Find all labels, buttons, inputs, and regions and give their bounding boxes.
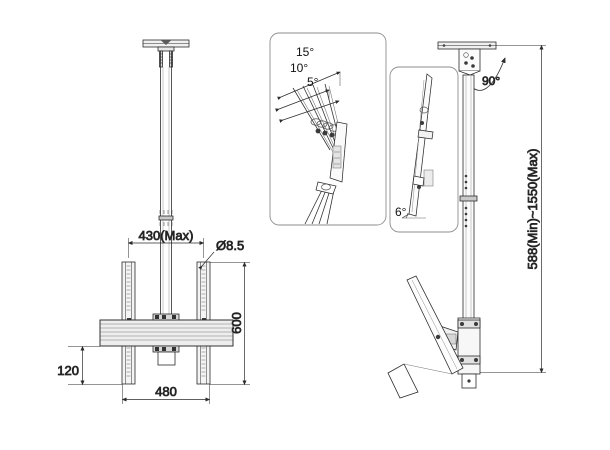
dimension-height-range: [480, 44, 546, 374]
swivel-angle-6-label: 6°: [395, 205, 407, 219]
leader-hole-diameter: [198, 251, 215, 270]
tilt-angle-5-label: 5°: [307, 75, 319, 89]
rotation-90-label: 90°: [482, 74, 500, 88]
tilt-angle-15-label: 15°: [296, 45, 314, 59]
pole-clamp-upper: [152, 313, 180, 321]
swivel-bracket-profile: [401, 73, 434, 219]
dimension-120: [68, 345, 122, 386]
dim-430-max-label: 430(Max): [139, 228, 194, 243]
dimension-430-max: [127, 238, 205, 258]
dim-480-label: 480: [155, 384, 177, 399]
horizontal-crossbar: [99, 319, 234, 347]
side-view-group: 90°: [387, 41, 546, 399]
extension-pole-front: [158, 51, 174, 340]
ceiling-plate-side: [437, 41, 497, 76]
front-view-group: 430(Max) Ø8.5 600 120 480: [57, 39, 250, 404]
tilt-angle-10-label: 10°: [290, 61, 308, 75]
dim-120-label: 120: [57, 363, 79, 378]
tilt-detail-panel: 15° 10° 5°: [269, 32, 387, 226]
dim-600-label: 600: [229, 312, 244, 334]
dim-hole-diameter-label: Ø8.5: [216, 238, 244, 253]
tv-bracket-assembly-side: [387, 275, 481, 399]
dimension-600: [210, 261, 250, 386]
swivel-detail-panel: 6°: [389, 66, 459, 233]
extension-pole-side: [459, 74, 478, 321]
dim-height-range-label: 588(Min)~1550(Max): [525, 148, 540, 269]
tilt-angle-arcs: [275, 71, 341, 123]
ceiling-plate-front: [142, 39, 190, 68]
pole-clamp-lower: [152, 345, 180, 366]
dimension-480: [121, 384, 211, 404]
